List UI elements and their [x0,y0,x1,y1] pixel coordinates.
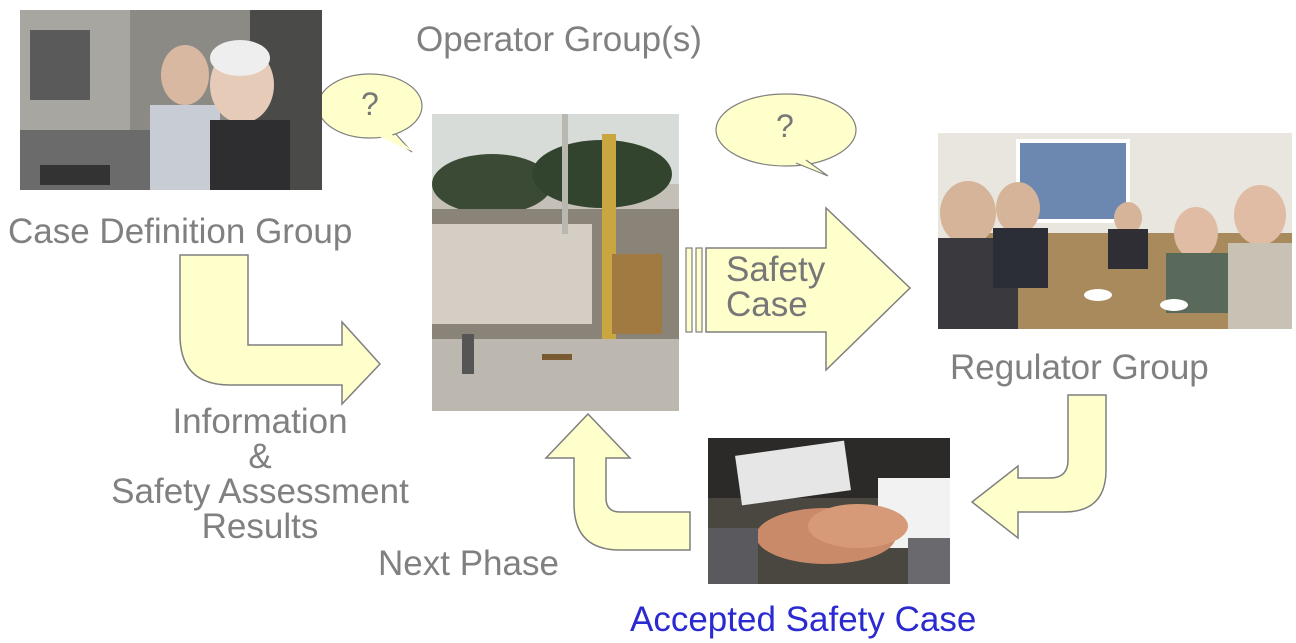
regulator-arrow [970,394,1107,540]
info-arrow [179,254,382,406]
speech-bubble-left [317,73,423,153]
case-definition-photo [20,10,322,190]
safety-case-arrow [685,206,912,372]
info-line-2: & [248,437,272,476]
case-definition-group-label: Case Definition Group [8,212,353,251]
info-line-3: Safety Assessment [111,472,409,511]
info-line-4: Results [201,507,319,546]
regulator-meeting-photo [938,133,1292,329]
operator-group-label: Operator Group(s) [416,20,702,59]
accepted-safety-case-label: Accepted Safety Case [630,600,977,639]
safety-case-arrow-label: Safety Case [726,252,825,322]
safety-case-line2: Case [726,285,808,324]
next-phase-arrow [544,412,691,551]
bubble-right-text: ? [776,108,794,144]
regulator-group-label: Regulator Group [950,348,1209,387]
handshake-photo [708,438,950,584]
next-phase-label: Next Phase [378,544,559,583]
information-results-label: Information & Safety Assessment Results [80,404,440,544]
info-line-1: Information [172,402,348,441]
speech-bubble-right [715,93,857,177]
construction-site-photo [432,114,679,411]
safety-case-line1: Safety [726,250,826,289]
bubble-left-text: ? [361,86,379,122]
